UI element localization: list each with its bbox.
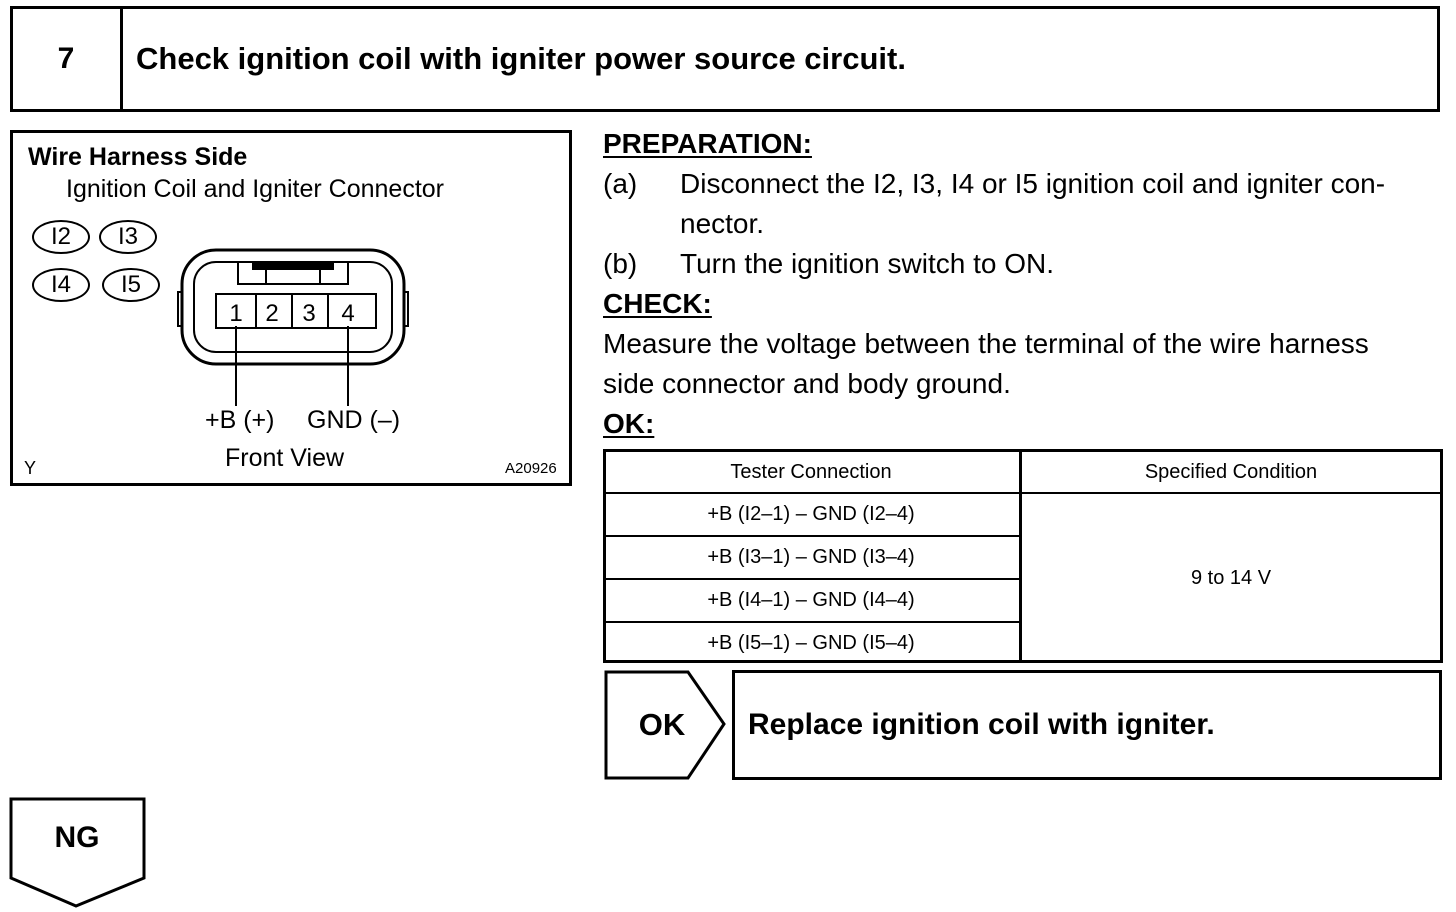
step-a-text: Disconnect the I2, I3, I4 or I5 ignition… (680, 168, 1386, 199)
ok-heading: OK: (603, 408, 655, 439)
pin-label: 1 (229, 300, 242, 327)
table-header-cell: Tester Connection (730, 460, 892, 483)
ng-label: NG (54, 821, 100, 854)
step-b-marker: (b) (603, 248, 638, 279)
table-row: +B (I4–1) – GND (I4–4) (707, 589, 915, 611)
figure-corner-label: Y (24, 458, 37, 478)
specified-condition-value: 9 to 14 V (1190, 567, 1272, 589)
figure-code: A20926 (505, 460, 557, 477)
check-heading: CHECK: (603, 288, 712, 319)
table-row-rule (603, 578, 1021, 580)
table-row-rule (603, 535, 1021, 537)
step-number: 7 (57, 42, 75, 75)
check-text-cont: side connector and body ground. (603, 368, 1011, 399)
ok-label: OK (638, 707, 686, 742)
pin-label: 3 (302, 300, 315, 327)
gnd-label: GND (–) (307, 406, 401, 434)
table-row: +B (I5–1) – GND (I5–4) (707, 631, 915, 654)
ok-result-box (732, 670, 1442, 780)
connector-housing (180, 248, 406, 366)
specification-table (603, 449, 1443, 663)
table-header-cell: Specified Condition (1144, 460, 1318, 483)
ok-arrow-box (604, 670, 726, 780)
table-row: +B (I3–1) – GND (I3–4) (707, 546, 915, 568)
pin-label: 2 (265, 300, 278, 327)
figure-subheading: Ignition Coil and Igniter Connector (66, 175, 445, 203)
connector-figure (10, 130, 572, 486)
connector-code-tag: I4 (32, 268, 90, 302)
step-a-text-cont: nector. (680, 208, 765, 239)
step-a-marker: (a) (603, 168, 638, 199)
check-text: Measure the voltage between the terminal… (603, 328, 1369, 359)
preparation-heading: PREPARATION: (603, 128, 812, 159)
step-b-text: Turn the ignition switch to ON. (680, 248, 1055, 279)
figure-heading: Wire Harness Side (28, 143, 248, 171)
connector-code-tag: I2 (32, 220, 90, 254)
connector-code-tag: I3 (99, 220, 157, 254)
ok-result-action: Replace ignition coil with igniter. (748, 708, 1215, 741)
pin-label: 4 (341, 300, 354, 327)
step-header-box (10, 6, 1440, 112)
step-title: Check ignition coil with igniter power s… (136, 41, 906, 76)
ng-arrow-box (9, 797, 146, 908)
connector-drawing: 1 2 3 4 (177, 248, 409, 406)
table-row: +B (I2–1) – GND (I2–4) (707, 503, 915, 525)
front-view-label: Front View (225, 444, 345, 472)
table-column-divider (1019, 449, 1022, 663)
step-header-divider (120, 6, 123, 112)
terminal-block (215, 293, 377, 329)
table-header-rule (603, 492, 1443, 494)
connector-code-tag: I5 (102, 268, 160, 302)
plus-b-label: +B (+) (205, 406, 275, 434)
table-row-rule (603, 621, 1021, 623)
